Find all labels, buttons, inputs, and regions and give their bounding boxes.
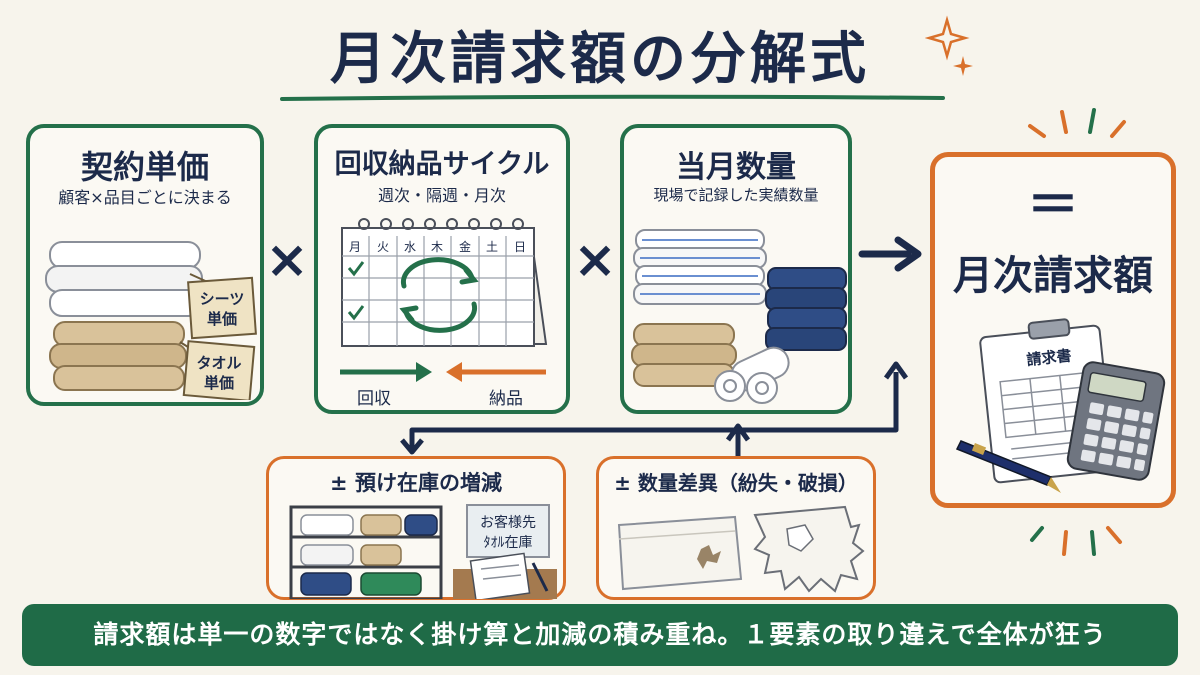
page-title: 月次請求額の分解式 <box>330 27 870 92</box>
weekday-sat: 土 <box>486 240 498 254</box>
weekday-mon: 月 <box>349 240 361 254</box>
sheet-tag-line1: シーツ <box>200 290 245 308</box>
weekday-tue: 火 <box>377 240 389 254</box>
highlight-burst-bottom-icon <box>1030 526 1122 556</box>
highlight-burst-top-icon <box>1028 108 1126 138</box>
quantity-title: 当月数量 <box>676 150 796 185</box>
multiply-operator-1: × <box>265 230 309 290</box>
unit-price-card: 契約単価 顧客×品目ごとに決まる シーツ 単価 タオル 単価 <box>26 124 264 406</box>
cycle-card: 回収納品サイクル 週次・隔週・月次 月 火 水 木 金 土 日 <box>314 124 570 414</box>
weekday-wed: 水 <box>404 240 416 254</box>
collect-arrow-icon <box>340 362 432 382</box>
unit-price-subtitle: 顧客×品目ごとに決まる <box>58 188 232 207</box>
arrow-up-icon <box>883 361 909 380</box>
calendar-icon <box>341 218 548 347</box>
storage-shelf-icon <box>289 505 443 599</box>
result-equals: ＝ <box>1026 176 1079 236</box>
result-card: ＝ 月次請求額 請求書 <box>930 152 1176 508</box>
result-title: 月次請求額 <box>953 253 1153 299</box>
towel-tag-line2: 単価 <box>204 374 234 392</box>
sign-line2: ﾀｵﾙ在庫 <box>484 534 533 551</box>
quantity-card: 当月数量 現場で記録した実績数量 <box>620 124 852 414</box>
rolled-towels-icon <box>714 346 790 404</box>
sheet-stack-icon <box>45 241 203 317</box>
sparkle-icon <box>925 15 973 76</box>
inventory-shelf-illustration: お客様先 ﾀｵﾙ在庫 <box>289 504 557 599</box>
weekday-thu: 木 <box>431 240 443 254</box>
title-underline <box>280 94 945 101</box>
arrow-up-icon <box>725 423 751 442</box>
folded-linens-illustration: シーツ 単価 タオル 単価 <box>45 241 257 400</box>
multiply-operator-2: × <box>573 230 617 290</box>
linen-quantity-illustration <box>631 229 847 404</box>
towel-price-tag <box>182 340 256 400</box>
adjustment-connector-lines <box>400 361 909 456</box>
deliver-label: 納品 <box>489 389 523 408</box>
damaged-linen-illustration <box>617 505 865 593</box>
sheet-price-tag <box>187 276 257 340</box>
unit-price-title: 契約単価 <box>80 148 209 186</box>
striped-towel-stack-icon <box>633 229 767 305</box>
check-icon <box>347 305 365 321</box>
sheet-tag-line2: 単価 <box>207 310 237 328</box>
collect-label: 回収 <box>357 389 391 408</box>
customer-stock-sign <box>466 504 550 558</box>
arrow-down-icon <box>400 438 424 455</box>
towel-stack-icon <box>49 321 187 391</box>
calculator-icon <box>1066 361 1166 481</box>
deliver-arrow-icon <box>446 362 546 382</box>
sign-line1: お客様先 <box>480 514 536 531</box>
inventory-title: ± 預け在庫の増減 <box>330 471 502 495</box>
frayed-cloth-icon <box>753 505 865 593</box>
summary-banner: 請求額は単一の数字ではなく掛け算と加減の積み重ね。１要素の取り違えで全体が狂う <box>22 604 1178 666</box>
torn-towel-icon <box>617 515 743 591</box>
variance-title: ± 数量差異（紛失・破損） <box>614 471 858 495</box>
inventory-card: ± 預け在庫の増減 お客様先 ﾀｵﾙ在庫 <box>266 456 566 600</box>
cycle-subtitle: 週次・隔週・月次 <box>377 186 506 205</box>
arrow-right-icon <box>858 236 922 272</box>
towel-tag-line1: タオル <box>196 354 241 372</box>
checklist-clipboard-icon <box>453 552 557 599</box>
check-icon <box>347 261 365 277</box>
weekday-fri: 金 <box>459 239 471 254</box>
navy-uniform-stack-icon <box>765 267 847 351</box>
quantity-subtitle: 現場で記録した実績数量 <box>653 186 819 204</box>
pen-icon <box>955 440 1061 493</box>
cycle-arrows-icon <box>399 257 479 333</box>
variance-card: ± 数量差異（紛失・破損） <box>596 456 876 600</box>
beige-towel-stack-icon <box>631 323 737 387</box>
invoice-calculator-illustration: 請求書 <box>955 318 1166 493</box>
invoice-label: 請求書 <box>1026 346 1073 369</box>
cycle-title: 回収納品サイクル <box>334 149 550 180</box>
calendar-illustration: 月 火 水 木 金 土 日 回収 納品 <box>340 218 548 408</box>
weekday-sun: 日 <box>514 240 526 254</box>
